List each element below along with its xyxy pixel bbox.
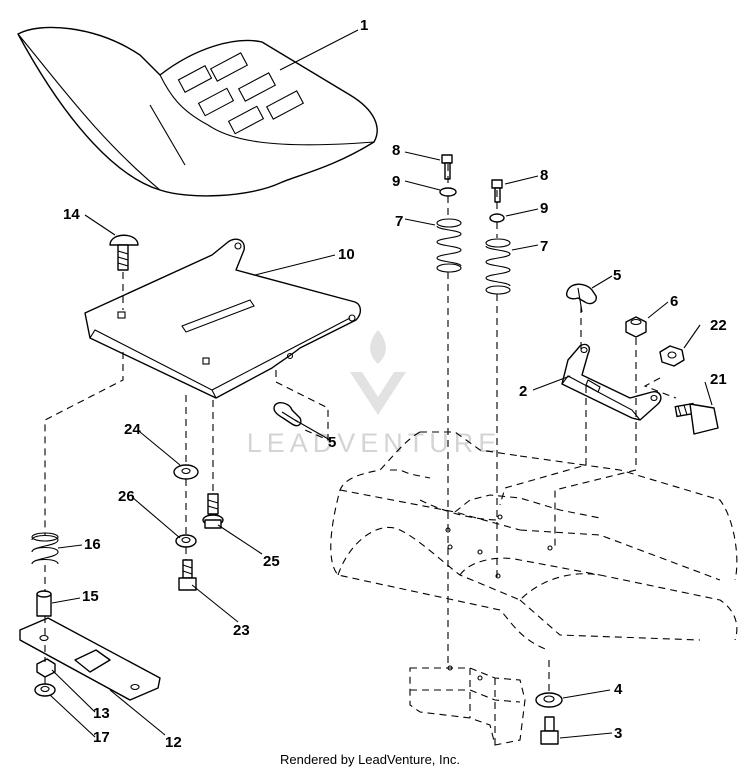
callout-9-left: 9 [392, 173, 400, 190]
callout-9-right: 9 [540, 200, 548, 217]
washer-24 [173, 464, 199, 480]
chassis-outline [330, 431, 738, 746]
spring-right [485, 238, 511, 295]
callout-1: 1 [360, 17, 368, 34]
bolt-8-left [441, 154, 453, 180]
callout-21: 21 [710, 371, 727, 388]
hex-bolt-3 [540, 716, 559, 745]
hex-bolt-23 [178, 559, 197, 591]
bolt-21 [674, 402, 719, 435]
callout-2: 2 [519, 383, 527, 400]
nut-22 [659, 345, 685, 367]
callout-3: 3 [614, 725, 622, 742]
callout-6: 6 [670, 293, 678, 310]
leader-lines [49, 29, 713, 739]
assembly-lines [44, 164, 677, 692]
washer-9-left [439, 187, 457, 197]
callout-8-left: 8 [392, 142, 400, 159]
callout-13: 13 [93, 705, 110, 722]
washer-9-right [489, 213, 505, 223]
callout-5-left: 5 [328, 434, 336, 451]
callout-10: 10 [338, 246, 355, 263]
nut-13 [36, 658, 56, 678]
bolt-25 [202, 493, 224, 529]
carriage-bolt [109, 234, 139, 271]
callout-25: 25 [263, 553, 280, 570]
render-credit: Rendered by LeadVenture, Inc. [280, 752, 460, 767]
callout-26: 26 [118, 488, 135, 505]
bracket-plate [19, 617, 161, 701]
seat-pan [84, 238, 362, 399]
callout-22: 22 [710, 317, 727, 334]
watermark-text: LEADVENTURE [247, 428, 502, 458]
callout-14: 14 [63, 206, 80, 223]
callout-7-left: 7 [395, 213, 403, 230]
leadventure-watermark: LEADVENTURE [247, 330, 502, 458]
callouts: 1 2 3 4 5 5 6 7 7 8 8 9 9 10 12 13 14 15… [63, 17, 727, 751]
callout-4: 4 [614, 681, 623, 698]
spring-left [31, 532, 59, 565]
callout-12: 12 [165, 734, 182, 751]
spring-center [436, 218, 462, 273]
spacer [36, 590, 52, 617]
washer-17 [34, 683, 56, 697]
washer-4 [535, 692, 563, 708]
clip-left [273, 402, 302, 427]
seat-bracket [561, 343, 662, 421]
callout-7-right: 7 [540, 238, 548, 255]
callout-24: 24 [124, 421, 141, 438]
callout-23: 23 [233, 622, 250, 639]
callout-16: 16 [84, 536, 101, 553]
callout-5-right: 5 [613, 267, 621, 284]
seat [17, 26, 378, 197]
callout-8-right: 8 [540, 167, 548, 184]
callout-15: 15 [82, 588, 99, 605]
nut-6 [625, 316, 647, 338]
callout-17: 17 [93, 729, 110, 746]
